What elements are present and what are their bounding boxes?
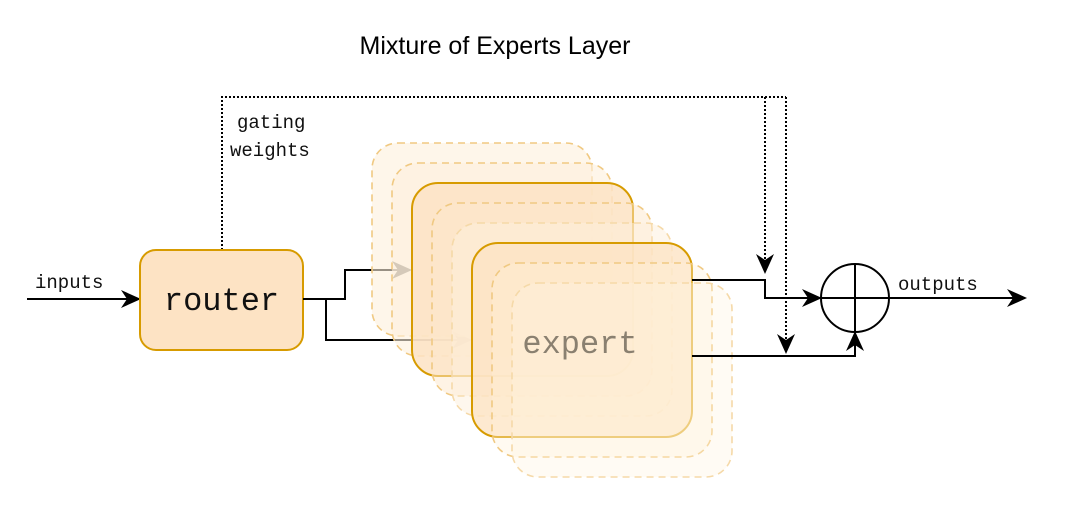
expert-stack: expert (371, 142, 733, 478)
router-label: router (164, 283, 279, 320)
diagram-title: Mixture of Experts Layer (360, 32, 631, 60)
expert-ghost-front-2 (511, 282, 733, 478)
sum-node (820, 263, 890, 333)
expert-ghost-front-1 (491, 262, 713, 458)
expert1-to-sum-arrow (692, 279, 822, 307)
gating-label-line1: gating (237, 112, 305, 134)
gating-line-main (221, 96, 786, 250)
outputs-label: outputs (898, 274, 978, 296)
gating-label-line2: weights (230, 140, 310, 162)
experts-to-sum (692, 279, 864, 357)
inputs-label: inputs (35, 272, 103, 294)
expert-box-2 (471, 242, 693, 438)
expert2-to-sum-arrow (692, 331, 864, 357)
gating-weights-connector (221, 96, 795, 354)
expert-label: expert (522, 326, 637, 363)
router-node: router (139, 249, 304, 351)
